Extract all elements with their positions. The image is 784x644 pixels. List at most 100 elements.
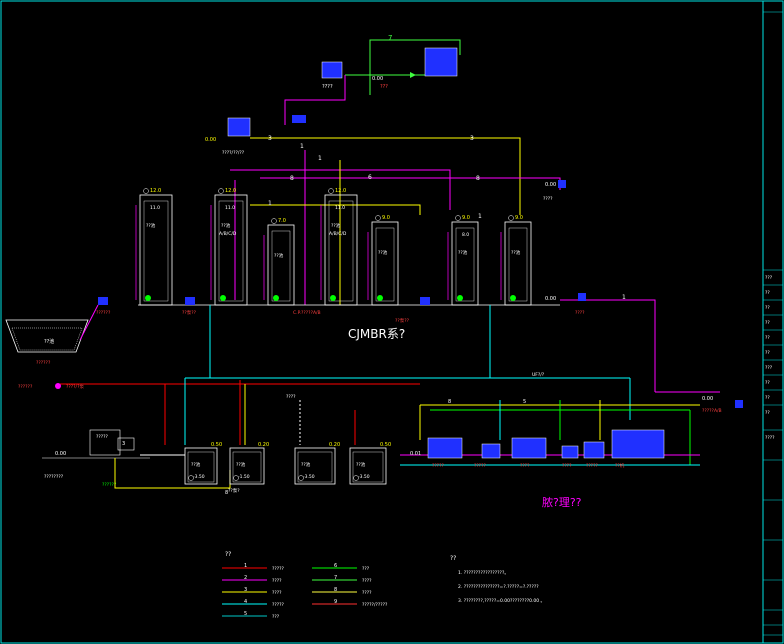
mid-pump-icon (185, 297, 195, 305)
right-pump-label: ??泵?? (395, 318, 410, 324)
title-block-cell: ??? (765, 365, 773, 371)
svg-text:3: 3 (268, 135, 272, 142)
title-block-cell: ?? (765, 305, 770, 311)
collector2-icon (578, 293, 586, 301)
lower-tank: 0.50-3.50??池 (349, 442, 391, 485)
title-block-cell: ?? (765, 350, 770, 356)
tank-level: 12.0 (150, 188, 161, 194)
svg-text:1: 1 (268, 200, 272, 207)
fan-icon (321, 61, 343, 79)
svg-text:6: 6 (368, 174, 372, 181)
title-block-cell: ?? (765, 410, 770, 416)
screen-icon (89, 429, 121, 456)
legend-entry-number: 9 (334, 599, 337, 605)
equipment-icon (583, 441, 605, 459)
tank-sublevel: 11.0 (335, 205, 345, 211)
cross-label: ???? (286, 394, 296, 400)
lower-tank-bottom: -3.50 (358, 474, 370, 480)
legend-entry-number: 6 (334, 563, 337, 569)
svg-text:3: 3 (122, 441, 125, 447)
equipment-icon (561, 445, 579, 459)
dryer-label: ??? (380, 84, 388, 90)
mbr-piping: 8 8 6 1 1 1 1 1 0.00 0.00 ???? (138, 143, 656, 392)
tank: 12.011.0??池A/B/C/D (320, 188, 358, 306)
tank: 12.011.0??池A/B/C/D (210, 188, 248, 306)
lower-tank-top: 0.20 (258, 442, 269, 448)
collector2-label: ???? (575, 310, 585, 316)
valve-icon (292, 115, 306, 123)
svg-text:1: 1 (622, 294, 626, 301)
sludge-unit-label: ????? (432, 463, 445, 469)
lower-tank-top: 0.20 (329, 442, 340, 448)
equipment-icon (511, 437, 547, 459)
legend-entry: 2???? (222, 575, 282, 584)
tank-sublevel: 11.0 (225, 205, 235, 211)
aerator-icon (220, 295, 226, 301)
collector-label: ???? (543, 196, 553, 202)
legend-entry-number: 4 (244, 599, 247, 605)
aerator-icon (145, 295, 151, 301)
sludge-unit: ???? (511, 437, 547, 469)
legend-entry-label: ???? (272, 590, 282, 596)
legend-entry: 9?????/????? (312, 599, 388, 608)
lower-tank-name: ??池 (236, 461, 246, 468)
lower-tank: 0.20-3.50??池 (294, 442, 340, 485)
aerator-icon (273, 295, 279, 301)
legend-entry-label: ???? (362, 590, 372, 596)
pump-room-label: ??泵? (228, 488, 240, 494)
valve-circle-icon (55, 383, 61, 389)
lower-tank-bottom: -3.50 (193, 474, 205, 480)
legend-entry-label: ???? (272, 578, 282, 584)
legend-entry: 8???? (312, 587, 372, 596)
title-block: ?????????????????????????? (763, 11, 783, 636)
legend-entry-label: ??? (272, 614, 280, 620)
notes-heading: ?? (450, 555, 456, 562)
dryer-icon (424, 47, 458, 77)
legend-entry: 3???? (222, 587, 282, 596)
legend-entry: 6??? (312, 563, 370, 572)
svg-text:8: 8 (225, 490, 228, 496)
mbr-tanks: 12.011.0??池12.011.0??池A/B/C/D7.0??池12.01… (135, 188, 532, 306)
svg-text:1: 1 (300, 143, 304, 150)
legend: ?? 1?????2????3????4?????5???6???7????8?… (222, 551, 388, 620)
legend-entry-label: ??? (362, 566, 370, 572)
pit-name: ?????? (36, 360, 51, 366)
legend-entry: 4????? (222, 599, 285, 608)
equipment-icon (481, 443, 501, 459)
note-3: 3. ????????,?????=0.00????????0.00 。 (458, 598, 545, 604)
tank-level: 9.0 (515, 215, 523, 221)
aerator-icon (510, 295, 516, 301)
svg-text:8: 8 (290, 175, 294, 182)
lower-tank-top: 0.50 (380, 442, 391, 448)
lower-tank-bottom: -1.50 (238, 474, 250, 480)
screen-label: ????? (96, 434, 109, 440)
tank: 7.0??池 (263, 218, 295, 306)
sludge-unit-label: ????? (474, 463, 487, 469)
tank-sublevel: 11.0 (150, 205, 160, 211)
legend-entry-number: 7 (334, 575, 337, 581)
legend-entry: 7???? (312, 575, 372, 584)
lower-tank-bottom: -3.50 (303, 474, 315, 480)
tank: 12.011.0??池 (135, 188, 173, 306)
tank-level: 12.0 (335, 188, 346, 194)
legend-entry: 1????? (222, 563, 285, 572)
sludge-unit: ??机 (611, 429, 665, 469)
title-block-cell: ?? (765, 290, 770, 296)
sludge-unit: ???? (561, 445, 579, 469)
inlet-label: ?????? (18, 384, 33, 390)
tank-level: 9.0 (382, 215, 390, 221)
tank-sublabel: A/B/C/D (219, 231, 237, 237)
legend-entry-label: ????? (272, 602, 285, 608)
sludge-equipment: ??????????????????????? ??机 (427, 429, 665, 469)
sludge-unit: ????? (583, 441, 605, 469)
lower-value-001: 0.01 (410, 451, 421, 457)
green-label: ?????? (102, 482, 117, 488)
legend-entry: 5??? (222, 611, 280, 620)
tank-level: 12.0 (225, 188, 236, 194)
aerator-icon (377, 295, 383, 301)
svg-text:8: 8 (448, 399, 451, 405)
sludge-unit-label: ???? (520, 463, 530, 469)
tank-name: ??池 (331, 222, 341, 229)
grid-value: 0.00 (55, 451, 66, 457)
